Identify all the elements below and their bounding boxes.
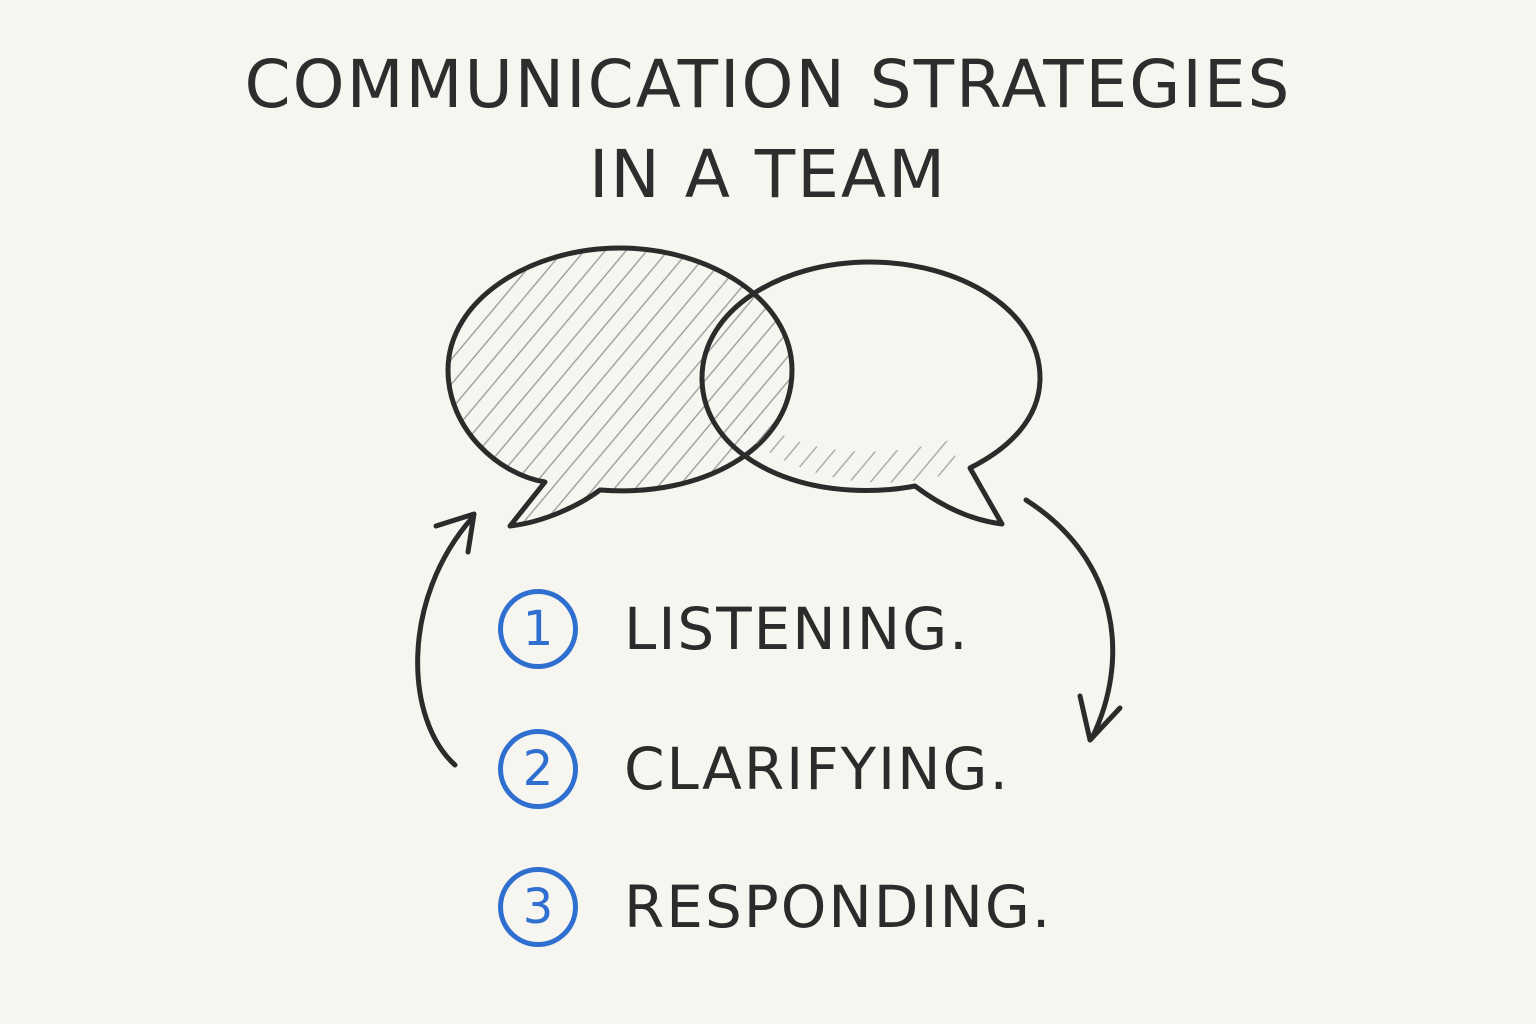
step-number-badge: 1 xyxy=(498,589,578,669)
step-number-badge: 2 xyxy=(498,729,578,809)
title-line-2: IN A TEAM xyxy=(588,136,948,213)
step-item-responding: 3 RESPONDING. xyxy=(498,862,1052,952)
step-label: RESPONDING. xyxy=(624,873,1053,941)
curved-arrow-down-icon xyxy=(1023,497,1123,743)
step-label: CLARIFYING. xyxy=(624,735,1010,803)
step-item-listening: 1 LISTENING. xyxy=(498,584,970,674)
title-line-1: COMMUNICATION STRATEGIES xyxy=(244,46,1292,123)
right-speech-bubble-icon xyxy=(699,259,1043,527)
step-number-badge: 3 xyxy=(498,867,578,947)
curved-arrow-up-icon xyxy=(415,511,477,768)
left-speech-bubble-icon xyxy=(445,245,795,529)
step-item-clarifying: 2 CLARIFYING. xyxy=(498,724,1010,814)
step-label: LISTENING. xyxy=(624,595,970,663)
